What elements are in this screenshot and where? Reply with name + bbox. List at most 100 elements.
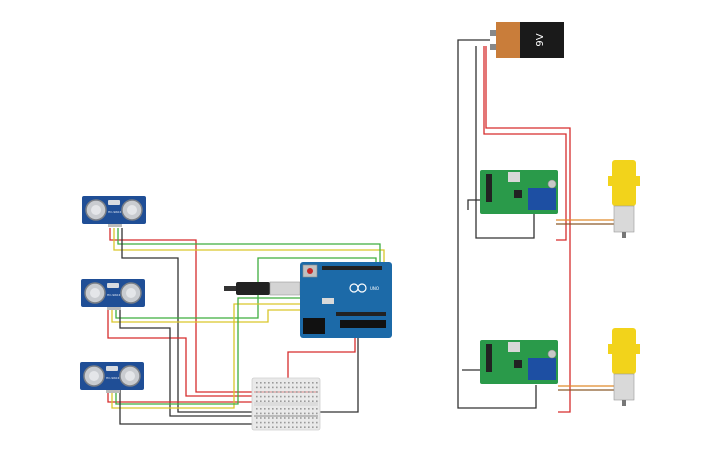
wire-driver1-gnd[interactable] [467, 199, 480, 210]
breadboard-hole [280, 391, 282, 393]
breadboard-hole [280, 426, 282, 428]
wire-arduino-5v[interactable] [287, 338, 356, 392]
wire-battery-neg[interactable] [457, 39, 537, 409]
breadboard-hole [284, 395, 286, 398]
breadboard-hole [256, 412, 258, 415]
breadboard-hole [296, 417, 298, 419]
breadboard-hole [292, 408, 294, 410]
breadboard-hole [308, 408, 310, 410]
breadboard-hole [268, 391, 270, 393]
breadboard-hole [308, 391, 310, 393]
wire-battery-neg-2[interactable] [475, 46, 535, 239]
breadboard-hole [280, 417, 282, 419]
breadboard-hole [272, 400, 274, 402]
motor-driver-1[interactable] [480, 170, 558, 214]
wire-s1-vcc[interactable] [109, 228, 262, 393]
wire-s1-gnd[interactable] [121, 228, 262, 413]
breadboard-hole [312, 426, 314, 428]
wire-s2-vcc[interactable] [107, 307, 262, 397]
breadboard-hole [288, 386, 290, 389]
breadboard-hole [300, 421, 302, 424]
breadboard-hole [300, 412, 302, 415]
wire-s2-trig[interactable] [111, 307, 300, 323]
breadboard-hole [288, 400, 290, 402]
mini-breadboard[interactable] [251, 377, 321, 431]
ultrasonic-sensor-1[interactable]: HC-SR04 [82, 196, 146, 227]
breadboard-hole [268, 395, 270, 398]
breadboard-hole [304, 412, 306, 415]
breadboard-hole [308, 400, 310, 402]
wire-arduino-gnd[interactable] [318, 338, 359, 413]
breadboard-hole [276, 412, 278, 415]
breadboard-hole [260, 417, 262, 419]
breadboard-hole [288, 412, 290, 415]
wire-s1-echo[interactable] [117, 228, 381, 262]
dc-motor-1[interactable] [608, 160, 640, 238]
ultrasonic-sensor-2[interactable]: HC-SR04 [81, 279, 145, 310]
breadboard-hole [288, 391, 290, 393]
breadboard-hole [296, 408, 298, 410]
breadboard-hole [312, 412, 314, 415]
breadboard-hole [272, 395, 274, 398]
dc-motor-2[interactable] [608, 328, 640, 406]
breadboard-hole [308, 421, 310, 424]
breadboard-hole [284, 408, 286, 410]
breadboard-hole [268, 412, 270, 415]
breadboard-hole [260, 386, 262, 389]
breadboard-hole [260, 421, 262, 424]
breadboard-hole [272, 417, 274, 419]
breadboard-hole [264, 382, 266, 384]
breadboard-hole [296, 426, 298, 428]
wire-s3-gnd[interactable] [119, 390, 262, 425]
breadboard-hole [304, 391, 306, 393]
breadboard-hole [292, 400, 294, 402]
breadboard-hole [256, 395, 258, 398]
breadboard-hole [264, 400, 266, 402]
wire-battery-pos-2[interactable] [483, 46, 567, 241]
breadboard-hole [264, 391, 266, 393]
sensor-3-label: HC-SR04 [106, 376, 119, 380]
breadboard-hole [260, 408, 262, 410]
arduino-uno[interactable]: UNO [300, 262, 392, 338]
breadboard-hole [276, 386, 278, 389]
breadboard-hole [300, 408, 302, 410]
breadboard-hole [288, 421, 290, 424]
breadboard-hole [316, 382, 318, 384]
breadboard-hole [296, 382, 298, 384]
breadboard-hole [260, 391, 262, 393]
sensor-2-label: HC-SR04 [107, 293, 120, 297]
breadboard-hole [256, 421, 258, 424]
breadboard-hole [268, 382, 270, 384]
breadboard-hole [276, 395, 278, 398]
breadboard-hole [284, 421, 286, 424]
breadboard-hole [264, 408, 266, 410]
breadboard-hole [260, 426, 262, 428]
breadboard-hole [312, 408, 314, 410]
breadboard-hole [304, 426, 306, 428]
breadboard-hole [284, 417, 286, 419]
wire-s3-trig[interactable] [111, 303, 300, 409]
breadboard-hole [264, 395, 266, 398]
usb-cable[interactable] [224, 281, 301, 296]
wire-battery-pos[interactable] [485, 46, 571, 413]
motor-driver-2[interactable] [480, 340, 558, 384]
battery-9v[interactable]: 9V [490, 22, 564, 58]
breadboard-hole [292, 421, 294, 424]
breadboard-hole [292, 426, 294, 428]
breadboard-hole [272, 391, 274, 393]
breadboard-hole [280, 408, 282, 410]
breadboard-hole [304, 386, 306, 389]
breadboard-hole [308, 386, 310, 389]
breadboard-hole [292, 395, 294, 398]
wire-s3-echo[interactable] [115, 297, 300, 405]
wire-s1-trig[interactable] [113, 228, 385, 262]
breadboard-hole [260, 412, 262, 415]
breadboard-hole [304, 421, 306, 424]
breadboard-hole [284, 412, 286, 415]
breadboard-hole [316, 386, 318, 389]
ultrasonic-sensor-3[interactable]: HC-SR04 [80, 362, 144, 393]
breadboard-hole [272, 386, 274, 389]
wire-s2-gnd[interactable] [119, 307, 262, 417]
wire-s3-vcc[interactable] [107, 390, 262, 403]
